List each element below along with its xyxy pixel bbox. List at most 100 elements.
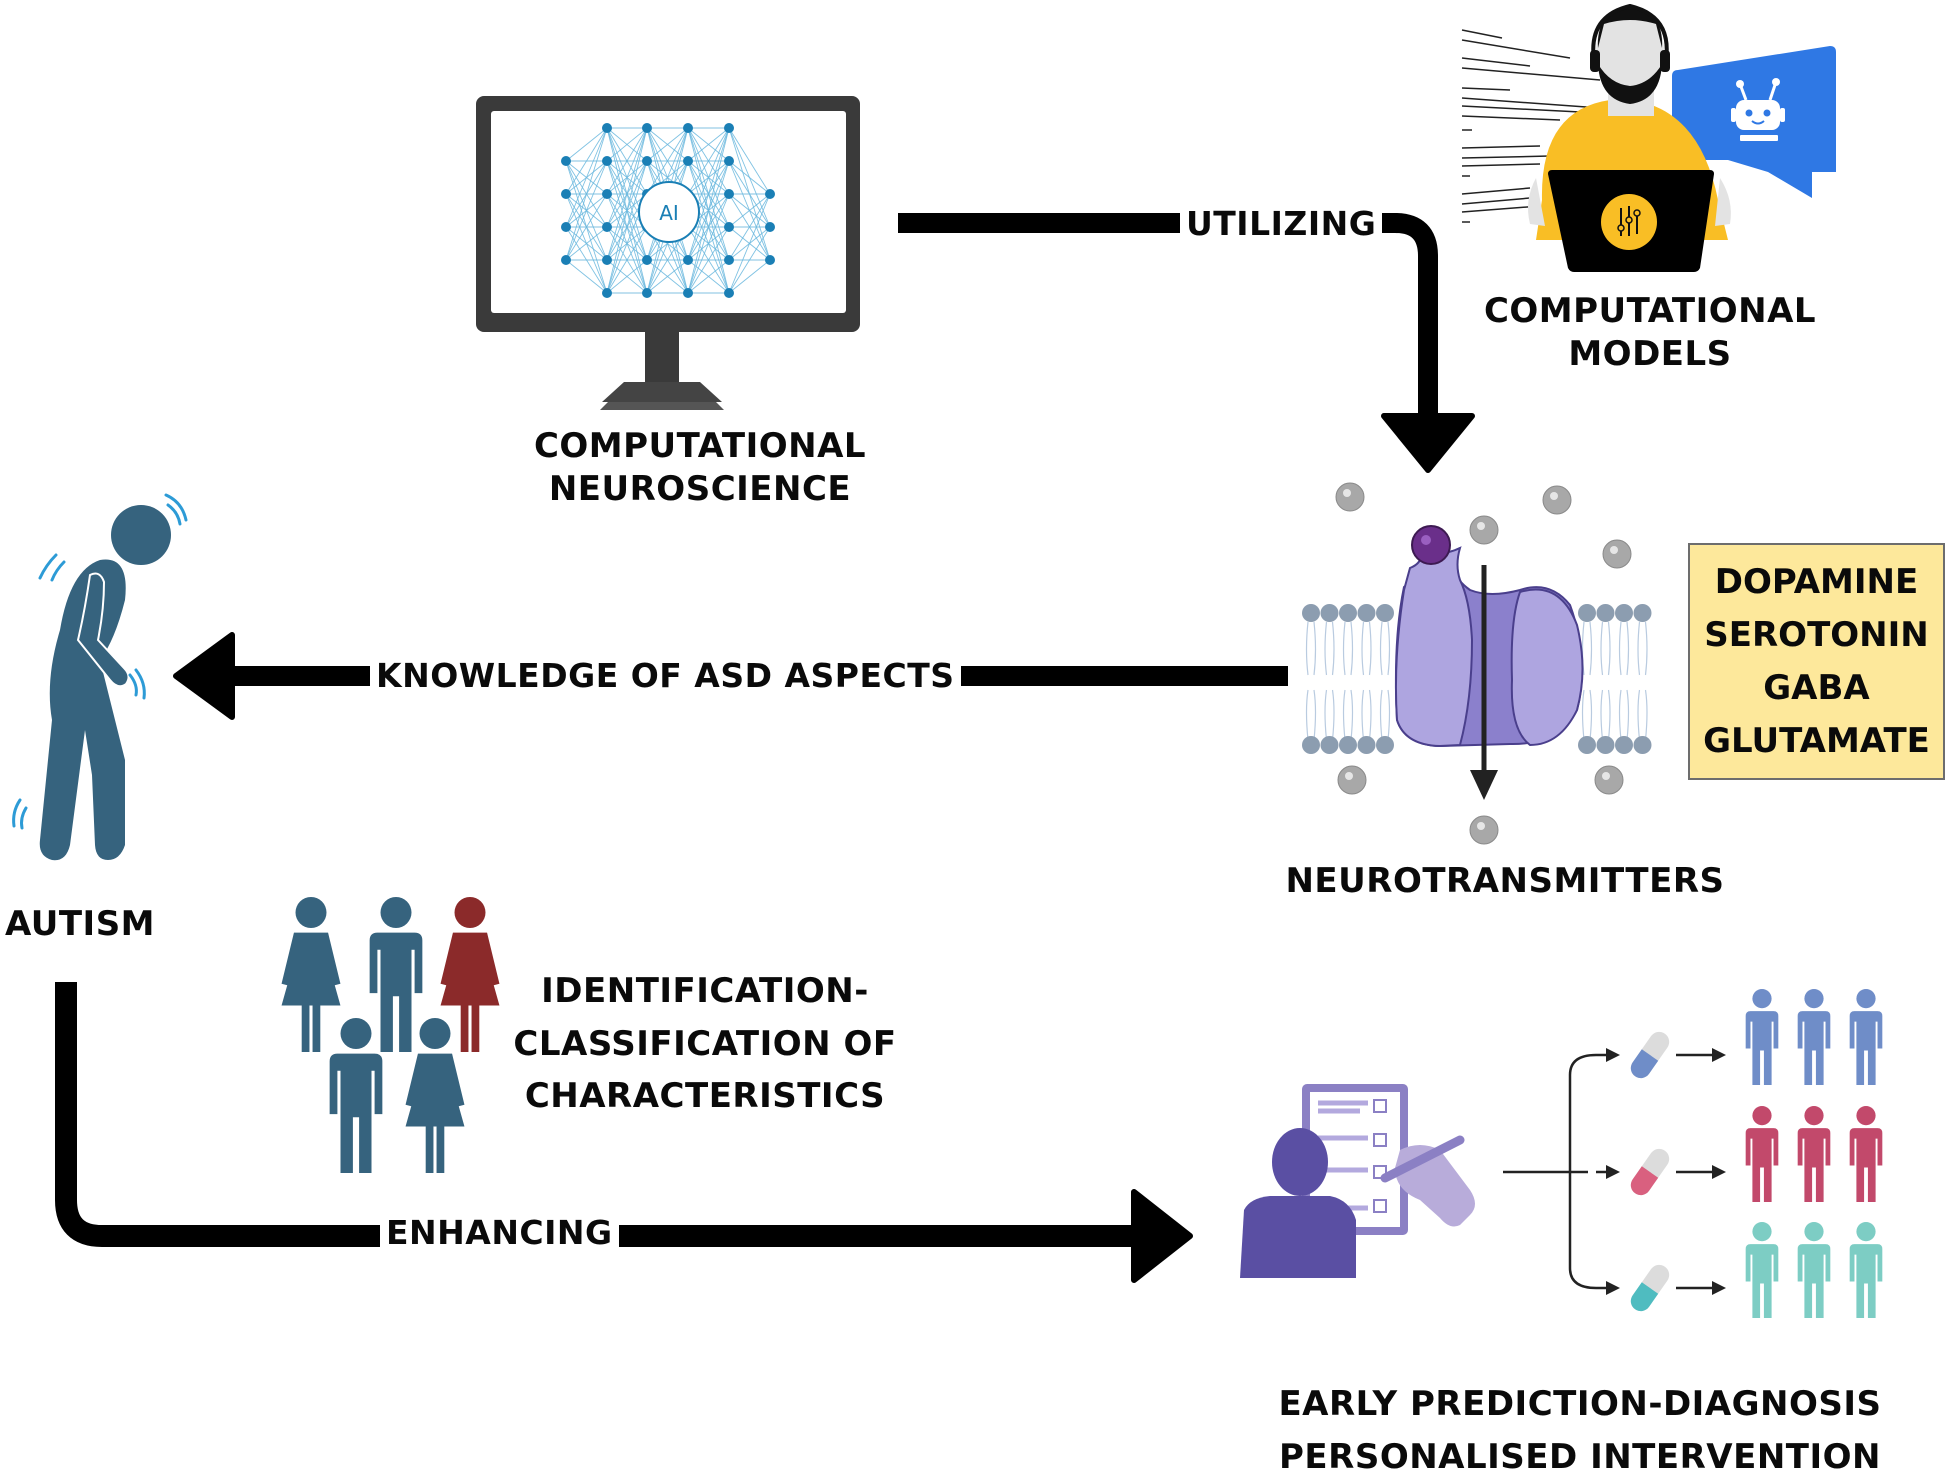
enhancing-arrow	[55, 982, 1193, 1283]
person-figure	[329, 1018, 383, 1173]
network-node	[561, 189, 571, 199]
patient-figure	[1745, 1222, 1779, 1318]
patient-figure	[1797, 1222, 1831, 1318]
utilizing-label: UTILIZING	[1180, 203, 1383, 245]
utilizing-arrow	[898, 213, 1475, 473]
lipid-head	[1596, 736, 1615, 754]
nt-dopamine: DOPAMINE	[1714, 561, 1919, 602]
patient-figure	[1797, 1106, 1831, 1202]
lipid-head	[1615, 736, 1633, 754]
nt-glutamate: GLUTAMATE	[1703, 720, 1930, 761]
enhancing-label: ENHANCING	[380, 1212, 619, 1254]
network-node	[602, 189, 612, 199]
computational-models-label: COMPUTATIONAL MODELS	[1483, 291, 1817, 375]
network-node	[602, 255, 612, 265]
lipid-head	[1633, 736, 1652, 754]
treatment-branch	[1596, 1222, 1883, 1318]
lipid-head	[1633, 604, 1652, 622]
network-node	[561, 255, 571, 265]
code-lines-graphic	[1461, 29, 1601, 223]
ai-screen-text: AI	[659, 201, 679, 225]
lipid-head	[1339, 604, 1357, 622]
lipid-head	[1578, 736, 1596, 754]
transporter-protein	[1394, 525, 1584, 800]
lipid-head	[1357, 604, 1376, 622]
lipid-head	[1320, 604, 1339, 622]
laptop-settings-icon	[1548, 170, 1714, 272]
neurotransmitter-list-box: DOPAMINE SEROTONIN GABA GLUTAMATE	[1688, 543, 1945, 780]
network-node	[683, 156, 693, 166]
lipid-head	[1376, 604, 1394, 622]
network-node	[642, 123, 652, 133]
network-node	[602, 222, 612, 232]
pill-capsule	[1630, 1264, 1670, 1312]
network-node	[683, 255, 693, 265]
knowledge-label: KNOWLEDGE OF ASD ASPECTS	[370, 655, 961, 697]
lipid-bilayer	[1302, 604, 1652, 754]
network-node	[724, 222, 734, 232]
person-figure	[440, 897, 500, 1052]
lipid-head	[1339, 736, 1357, 754]
lipid-head	[1357, 736, 1376, 754]
network-node	[642, 156, 652, 166]
nt-gaba: GABA	[1763, 667, 1870, 708]
network-node	[724, 255, 734, 265]
neurotransmitter-molecules	[1335, 482, 1632, 845]
identification-label: IDENTIFICATION- CLASSIFICATION OF CHARAC…	[513, 971, 897, 1117]
nt-serotonin: SEROTONIN	[1704, 614, 1929, 655]
network-node	[765, 255, 775, 265]
patient-figure	[1849, 1222, 1883, 1318]
neurotransmitter-molecule	[1337, 765, 1367, 795]
pill-capsule	[1630, 1031, 1670, 1079]
person-figure	[281, 897, 341, 1052]
neurotransmitter-molecule	[1469, 515, 1499, 545]
lipid-head	[1320, 736, 1339, 754]
branch-arrows	[1503, 1053, 1597, 1290]
person-figure	[405, 1018, 465, 1173]
network-node	[765, 222, 775, 232]
network-node	[724, 156, 734, 166]
patient-figure	[1745, 989, 1779, 1085]
network-node	[642, 288, 652, 298]
patient-figure	[1797, 989, 1831, 1085]
lipid-head	[1302, 604, 1320, 622]
network-node	[561, 156, 571, 166]
network-node	[683, 123, 693, 133]
writing-hand-pen	[1380, 1135, 1475, 1227]
network-node	[765, 189, 775, 199]
neurotransmitter-molecule	[1602, 539, 1632, 569]
lipid-head	[1376, 736, 1394, 754]
treatment-branch	[1596, 1106, 1883, 1202]
treatment-branch	[1596, 989, 1883, 1085]
doctor-person	[1240, 1128, 1356, 1278]
neurotransmitter-molecule	[1542, 485, 1572, 515]
neurotransmitters-label: NEUROTRANSMITTERS	[1285, 861, 1725, 901]
neurotransmitter-molecule	[1469, 815, 1499, 845]
lipid-head	[1615, 604, 1633, 622]
computational-neuroscience-label: COMPUTATIONAL NEUROSCIENCE	[533, 426, 867, 510]
network-node	[602, 156, 612, 166]
network-node	[602, 123, 612, 133]
person-figure	[369, 897, 423, 1052]
lipid-head	[1302, 736, 1320, 754]
pill-capsule	[1630, 1148, 1670, 1196]
network-node	[724, 288, 734, 298]
autism-label: AUTISM	[4, 904, 156, 944]
patient-figure	[1849, 1106, 1883, 1202]
lipid-head	[1596, 604, 1615, 622]
lipid-head	[1578, 604, 1596, 622]
patient-figure	[1745, 1106, 1779, 1202]
neurotransmitter-molecule	[1594, 765, 1624, 795]
network-node	[602, 288, 612, 298]
network-node	[724, 189, 734, 199]
network-node	[724, 123, 734, 133]
patient-figure	[1849, 989, 1883, 1085]
network-node	[642, 255, 652, 265]
